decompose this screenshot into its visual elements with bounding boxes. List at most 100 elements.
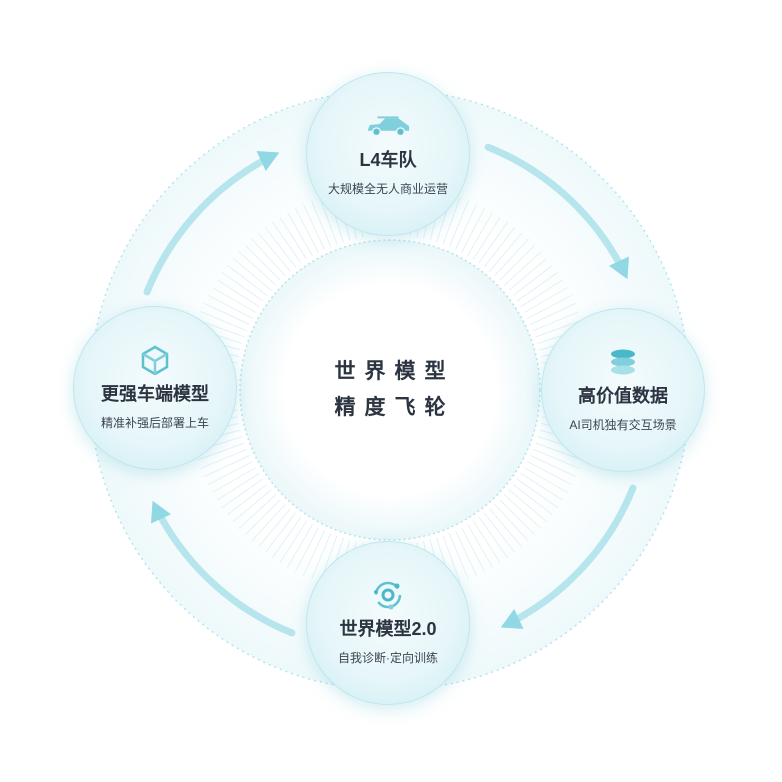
tick-mark <box>294 527 319 573</box>
tick-mark <box>461 207 486 253</box>
tick-mark <box>535 442 583 461</box>
tick-mark <box>257 232 291 272</box>
tick-mark <box>499 499 536 536</box>
node-l4-fleet[interactable]: L4车队 大规模全无人商业运营 <box>306 72 470 236</box>
node-stronger-vehicle-model[interactable]: 更强车端模型 精准补强后部署上车 <box>73 306 237 470</box>
tick-mark <box>533 311 580 332</box>
tick-mark <box>442 197 461 245</box>
tick-mark <box>478 221 508 264</box>
tick-mark <box>221 272 264 302</box>
tick-mark <box>203 455 250 478</box>
tick-mark <box>294 207 319 253</box>
cube-icon <box>131 345 179 375</box>
tick-mark <box>216 472 260 501</box>
node-high-value-data[interactable]: 高价值数据 AI司机独有交互场景 <box>541 308 705 472</box>
tick-mark <box>499 244 536 281</box>
tick-mark <box>508 489 548 523</box>
tick-mark <box>212 287 257 313</box>
tick-mark <box>244 499 281 536</box>
tick-mark <box>216 279 260 308</box>
tick-mark <box>533 448 580 469</box>
tick-mark <box>272 516 302 559</box>
tick-mark <box>448 533 469 580</box>
tick-mark <box>461 527 486 573</box>
tick-mark <box>251 238 286 277</box>
tick-mark <box>232 257 272 291</box>
tick-mark <box>244 244 281 281</box>
tick-mark <box>279 520 308 564</box>
tick-mark <box>227 483 268 516</box>
node-subtitle: 自我诊断·定向训练 <box>338 650 438 665</box>
tick-mark <box>527 461 573 486</box>
node-subtitle: 精准补强后部署上车 <box>100 415 209 430</box>
tick-mark <box>319 197 338 245</box>
tick-mark <box>279 216 308 260</box>
tick-mark <box>523 287 568 313</box>
node-title: 更强车端模型 <box>101 383 209 404</box>
tick-mark <box>512 483 553 516</box>
tick-mark <box>287 212 313 257</box>
cycle-arrows <box>143 143 637 637</box>
tick-mark <box>272 221 302 264</box>
cycle-arrowhead-icon <box>500 609 524 629</box>
tick-mark <box>238 494 277 529</box>
tick-mark <box>311 200 332 247</box>
database-icon <box>599 348 647 376</box>
tick-mark <box>489 232 523 272</box>
cycle-arrowhead-icon <box>256 151 280 171</box>
node-title: L4车队 <box>359 149 417 170</box>
tick-mark <box>483 512 516 553</box>
tick-mark <box>494 238 529 277</box>
tick-mark <box>520 472 564 501</box>
center-hub: 世界模型 精度飞轮 <box>240 240 540 540</box>
node-world-model-2[interactable]: 世界模型2.0 自我诊断·定向训练 <box>306 541 470 705</box>
tick-mark <box>264 512 297 553</box>
tick-mark <box>467 212 493 257</box>
cycle-arrow-shaft <box>484 143 623 267</box>
tick-mark <box>302 530 325 577</box>
tick-mark <box>207 294 253 319</box>
tick-mark <box>448 200 469 247</box>
tick-mark <box>494 503 529 542</box>
tick-mark <box>508 257 548 291</box>
cycle-arrowhead-icon <box>151 500 171 524</box>
tick-mark <box>311 533 332 580</box>
node-title: 高价值数据 <box>578 385 668 406</box>
tick-mark <box>516 272 559 302</box>
tick-mark <box>478 516 508 559</box>
tick-mark <box>455 530 478 577</box>
cycle-arrow-shaft <box>143 157 267 296</box>
cycle-arrow-shaft <box>513 484 637 623</box>
center-title-line2: 精度飞轮 <box>334 396 455 419</box>
tick-mark <box>251 503 286 542</box>
tick-mark <box>520 279 564 308</box>
tick-mark <box>530 455 577 478</box>
tick-mark <box>512 264 553 297</box>
tick-mark <box>238 251 277 286</box>
inner-circle <box>239 239 541 541</box>
tick-mark <box>197 442 245 461</box>
tick-mark <box>530 302 577 325</box>
tick-mark <box>442 535 461 583</box>
center-title-line1: 世界模型 <box>334 360 455 383</box>
tick-mark <box>207 461 253 486</box>
node-subtitle: AI司机独有交互场景 <box>569 417 677 432</box>
tick-mark <box>227 264 268 297</box>
tick-mark <box>483 227 516 268</box>
tick-mark <box>455 203 478 250</box>
tick-mark <box>200 311 247 332</box>
tick-mark <box>472 216 501 260</box>
tick-mark <box>516 478 559 508</box>
tick-mark <box>489 508 523 548</box>
cycle-arrow-shaft <box>157 513 296 637</box>
cycle-arrowhead-icon <box>609 256 629 280</box>
node-title: 世界模型2.0 <box>339 618 437 639</box>
orbit-icon <box>364 581 412 609</box>
node-subtitle: 大规模全无人商业运营 <box>327 181 448 196</box>
tick-mark <box>527 294 573 319</box>
tick-mark <box>200 448 247 469</box>
tick-mark <box>503 251 542 286</box>
tick-mark <box>212 467 257 493</box>
tick-mark <box>232 489 272 523</box>
